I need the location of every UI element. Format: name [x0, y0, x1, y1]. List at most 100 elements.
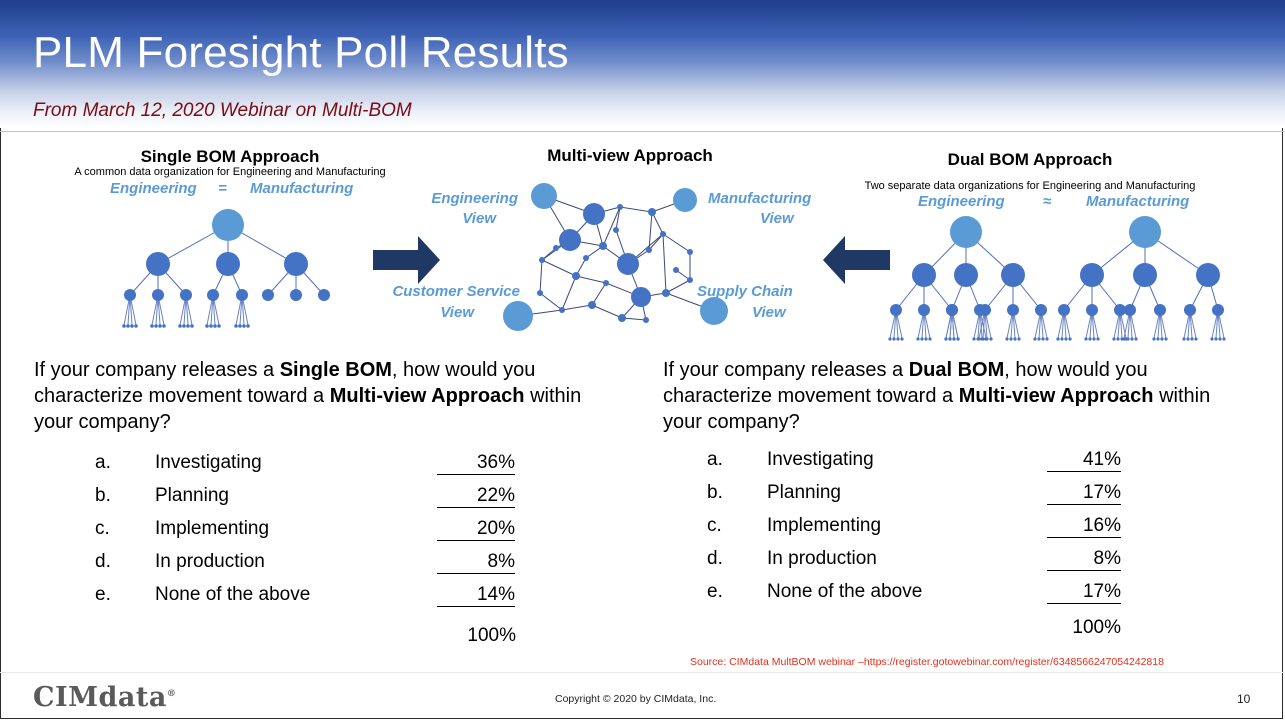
bom-leaf-node: [924, 337, 928, 341]
bom-leaf-node: [944, 337, 948, 341]
copyright-text: Copyright © 2020 by CIMdata, Inc.: [555, 693, 717, 705]
bom-leaf-node: [1210, 337, 1214, 341]
answer-percentage: 14%: [437, 584, 515, 607]
bom-leaf-node: [1041, 337, 1045, 341]
bom-leaf-node: [242, 324, 246, 328]
bom-leaf-node: [130, 324, 134, 328]
bom-leaf-node: [1164, 337, 1168, 341]
bom-leaf-node: [1152, 337, 1156, 341]
bom-leaf-node: [217, 324, 221, 328]
bom-leaf-node: [1060, 337, 1064, 341]
footer-divider: [0, 672, 1285, 673]
network-node: [583, 255, 589, 261]
arrow-left-icon: [823, 236, 890, 284]
supply-view-label-1: Supply Chain: [697, 283, 793, 300]
single-bom-subtitle: A common data organization for Engineeri…: [74, 166, 386, 178]
answer-percentage: 8%: [437, 551, 515, 574]
bom-leaf-node: [150, 324, 154, 328]
view-hub-node: [503, 301, 533, 331]
bom-leaf-node: [928, 337, 932, 341]
bom-leaf-node: [1214, 337, 1218, 341]
answer-percentage: 20%: [437, 518, 515, 541]
bom-leaf-node: [186, 324, 190, 328]
single-manufacturing-label: Manufacturing: [250, 180, 354, 197]
cimdata-logo: CIMdata®: [33, 682, 177, 713]
network-node: [673, 267, 679, 273]
bom-part-node: [236, 289, 248, 301]
network-node: [646, 247, 652, 253]
network-node: [687, 249, 693, 255]
answer-percentage: 22%: [437, 485, 515, 508]
bom-root-node: [212, 209, 244, 241]
network-node: [588, 301, 596, 309]
bom-leaf-node: [916, 337, 920, 341]
network-node: [662, 289, 670, 297]
bom-leaf-node: [213, 324, 217, 328]
dual-bom-question: If your company releases a Dual BOM, how…: [663, 359, 1211, 433]
answer-letter: c.: [707, 515, 722, 536]
customer-view-label-1: Customer Service: [392, 283, 520, 300]
network-node: [559, 307, 565, 313]
single-engineering-label: Engineering: [110, 180, 197, 197]
bom-leaf-node: [1122, 337, 1126, 341]
bom-leaf-node: [209, 324, 213, 328]
network-node: [618, 314, 626, 322]
answer-letter: e.: [707, 581, 723, 602]
bom-part-node: [1154, 304, 1166, 316]
answer-letter: a.: [707, 449, 723, 470]
answer-label: Implementing: [767, 515, 882, 536]
bom-assembly-node: [1001, 263, 1025, 287]
bom-part-node: [262, 289, 274, 301]
bom-leaf-node: [1013, 337, 1017, 341]
slide-header: [0, 0, 1285, 128]
network-node: [559, 229, 581, 251]
bom-leaf-node: [989, 337, 993, 341]
single-bom-tree: [122, 209, 330, 328]
bom-leaf-node: [977, 337, 981, 341]
bom-leaf-node: [985, 337, 989, 341]
dual-bom-subtitle: Two separate data organizations for Engi…: [864, 180, 1196, 192]
single-bom-total: 100%: [467, 625, 516, 646]
network-node: [617, 204, 623, 210]
bom-leaf-node: [1112, 337, 1116, 341]
bom-leaf-node: [1092, 337, 1096, 341]
bom-leaf-node: [1190, 337, 1194, 341]
bom-leaf-node: [246, 324, 250, 328]
answer-percentage: 16%: [1047, 515, 1121, 538]
arrow-right-icon: [373, 236, 440, 284]
bom-part-node: [1035, 304, 1047, 316]
bom-leaf-node: [1194, 337, 1198, 341]
bom-part-node: [979, 304, 991, 316]
dual-bom-title: Dual BOM Approach: [947, 150, 1113, 169]
bom-leaf-node: [1160, 337, 1164, 341]
network-node: [643, 317, 649, 323]
answer-percentage: 41%: [1047, 449, 1121, 472]
network-node: [617, 253, 639, 275]
bom-root-node: [950, 216, 982, 248]
bom-leaf-node: [205, 324, 209, 328]
network-node: [631, 287, 651, 307]
bom-part-node: [180, 289, 192, 301]
answer-letter: b.: [707, 482, 723, 503]
single-equals-label: =: [218, 180, 227, 197]
bom-leaf-node: [1096, 337, 1100, 341]
bom-part-node: [1114, 304, 1126, 316]
network-node: [572, 272, 580, 280]
bom-part-node: [918, 304, 930, 316]
dual-answer-row: c. Implementing 16%: [707, 515, 1207, 541]
answer-label: Investigating: [155, 452, 262, 473]
bom-leaf-node: [896, 337, 900, 341]
network-node: [599, 242, 607, 250]
manufacturing-view-label-2: View: [760, 210, 794, 227]
supply-view-label-2: View: [752, 304, 786, 321]
answer-letter: b.: [95, 485, 111, 506]
bom-leaf-node: [1037, 337, 1041, 341]
answer-letter: a.: [95, 452, 111, 473]
view-hub-node: [673, 188, 697, 212]
view-hub-node: [531, 183, 557, 209]
